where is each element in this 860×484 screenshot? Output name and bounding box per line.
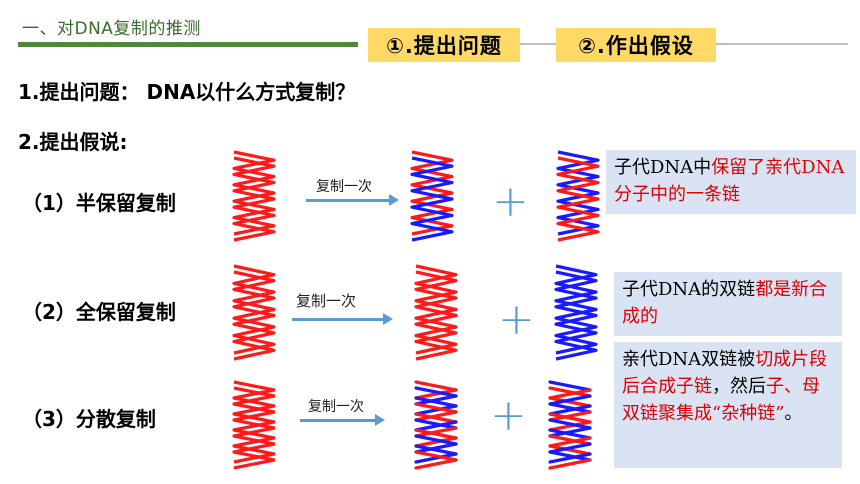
- note-2-plain: 子代DNA的双链: [622, 279, 756, 300]
- parent-dna-helix-2: [232, 264, 276, 361]
- plus-sign-3: +: [490, 390, 527, 441]
- parent-dna-helix-3: [232, 380, 276, 470]
- arrow-label-3: 复制一次: [308, 399, 364, 415]
- note-3-r2: 子、母双链聚集成“杂种链”: [622, 376, 820, 424]
- question-text: 1.提出问题： DNA以什么方式复制？: [18, 80, 356, 104]
- replicate-arrow-2: [292, 313, 393, 325]
- section-title: 一、对DNA复制的推测: [22, 19, 201, 39]
- mode-semi-conservative-label: （1）半保留复制: [22, 191, 176, 215]
- mode-dispersive-label: （3）分散复制: [22, 407, 156, 431]
- note-1-red: 保留了亲代DNA分子中的一条链: [614, 157, 845, 205]
- note-3-p2: ，然后: [712, 376, 766, 397]
- child-dna-helix-1a: [410, 150, 454, 242]
- parent-dna-helix-1: [232, 150, 276, 242]
- hypothesis-title: 2.提出假说:: [18, 130, 128, 154]
- child-dna-helix-2a: [414, 264, 458, 361]
- child-dna-helix-2b: [554, 264, 598, 361]
- arrow-label-2: 复制一次: [296, 292, 357, 310]
- note-2-red: 都是新合成的: [622, 279, 828, 327]
- child-dna-helix-3b: [548, 380, 592, 470]
- arrow-label-1: 复制一次: [316, 179, 372, 195]
- mode-conservative-label: （2）全保留复制: [22, 300, 176, 324]
- child-dna-helix-3a: [414, 380, 458, 470]
- title-underline: [18, 42, 358, 47]
- note-dispersive: 亲代DNA双链被切成片段后合成子链，然后子、母双链聚集成“杂种链”。: [614, 342, 842, 468]
- replicate-arrow-1: [306, 194, 399, 206]
- plus-sign-2: +: [498, 294, 535, 345]
- child-dna-helix-1b: [556, 150, 600, 242]
- replicate-arrow-3: [300, 414, 385, 426]
- step-make-hypothesis-button[interactable]: ②.作出假设: [556, 28, 716, 62]
- note-3-p1: 亲代DNA双链被: [622, 349, 756, 370]
- plus-sign-1: +: [492, 176, 529, 227]
- note-1-plain: 子代DNA中: [614, 157, 712, 178]
- note-semi-conservative: 子代DNA中保留了亲代DNA分子中的一条链: [606, 150, 856, 214]
- note-conservative: 子代DNA的双链都是新合成的: [614, 272, 842, 336]
- note-3-p3: 。: [784, 403, 803, 424]
- step-ask-question-button[interactable]: ①.提出问题: [368, 28, 520, 62]
- note-3-r1: 切成片段后合成子链: [622, 349, 828, 397]
- title-connector: [520, 43, 532, 45]
